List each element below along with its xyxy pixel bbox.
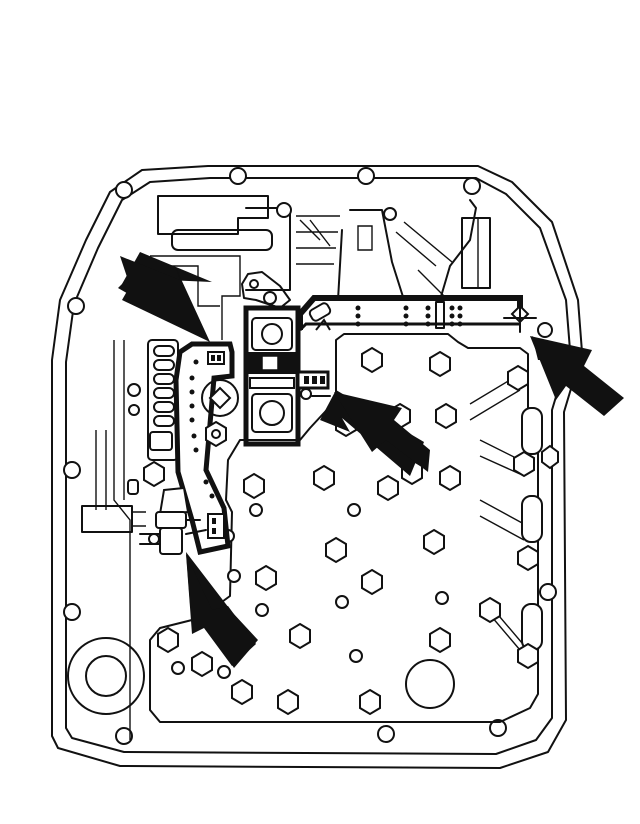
- left-harness-strip: [173, 341, 235, 555]
- valve-body-plate: [149, 333, 539, 723]
- left-valve-stack: [81, 339, 179, 740]
- harness-end-connector: [503, 303, 537, 333]
- flange-bolt-holes: [63, 167, 557, 745]
- right-side-spools: [469, 364, 559, 670]
- solenoid-bracket: [241, 271, 291, 309]
- callout-arrows-refined: [120, 256, 624, 666]
- pan-outer-outline: [51, 165, 583, 769]
- large-bore-left: [67, 637, 145, 715]
- upper-internal-components: [150, 195, 491, 340]
- connector-block: [296, 370, 331, 400]
- left-round-solenoid: [201, 379, 239, 448]
- lower-connector: [139, 486, 207, 555]
- solenoid-pack: [243, 305, 301, 447]
- harness-dots: [355, 301, 463, 329]
- wiring-harness: [297, 295, 523, 332]
